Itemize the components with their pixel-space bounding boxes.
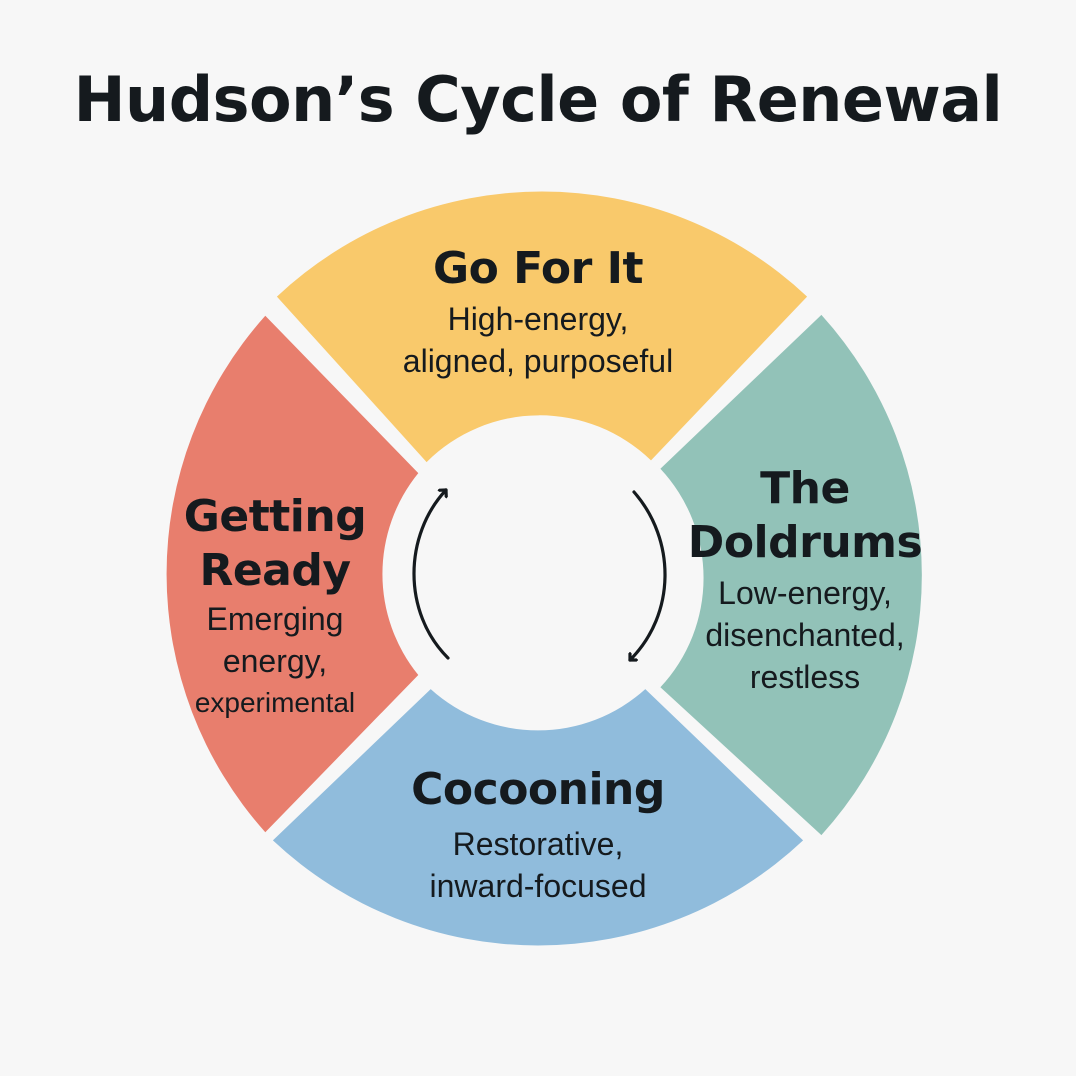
phase-go-for-it-desc-line2: aligned, purposeful bbox=[402, 343, 674, 379]
curved-arrow-down-icon bbox=[630, 490, 667, 662]
phase-cocooning-title: Cocooning bbox=[411, 764, 665, 815]
phase-the-doldrums-desc-line1: Low-energy, bbox=[718, 575, 892, 611]
diagram-title: Hudson’s Cycle of Renewal bbox=[73, 63, 1003, 136]
phase-the-doldrums: The Doldrums Low-energy, disenchanted, r… bbox=[680, 462, 930, 698]
phase-getting-ready-desc-line2: energy, bbox=[222, 643, 328, 679]
segment-cocooning bbox=[272, 689, 804, 946]
phase-cocooning-desc-line1: Restorative, bbox=[452, 826, 624, 862]
segment-getting-ready bbox=[166, 315, 419, 833]
phase-getting-ready: Getting Ready Emerging energy, experimen… bbox=[150, 490, 400, 724]
phase-getting-ready-desc-line3: experimental bbox=[194, 687, 356, 718]
phase-getting-ready-desc-line1: Emerging bbox=[206, 601, 344, 637]
phase-cocooning-desc-line2: inward-focused bbox=[429, 868, 647, 904]
segment-go-for-it bbox=[276, 191, 808, 463]
phase-the-doldrums-title-line1: The bbox=[760, 463, 850, 514]
phase-the-doldrums-desc-line2: disenchanted, bbox=[705, 617, 905, 653]
phase-go-for-it-title: Go For It bbox=[432, 243, 644, 294]
phase-go-for-it-desc-line1: High-energy, bbox=[447, 301, 629, 337]
phase-the-doldrums-title-line2: Doldrums bbox=[687, 517, 923, 568]
phase-getting-ready-title-line1: Getting bbox=[183, 491, 367, 542]
curved-arrow-up-icon bbox=[412, 488, 450, 660]
segment-the-doldrums bbox=[660, 314, 922, 836]
phase-the-doldrums-desc-line3: restless bbox=[749, 659, 861, 695]
phase-getting-ready-title-line2: Ready bbox=[199, 545, 351, 596]
phase-cocooning: Cocooning Restorative, inward-focused bbox=[338, 763, 738, 907]
phase-go-for-it: Go For It High-energy, aligned, purposef… bbox=[338, 242, 738, 382]
